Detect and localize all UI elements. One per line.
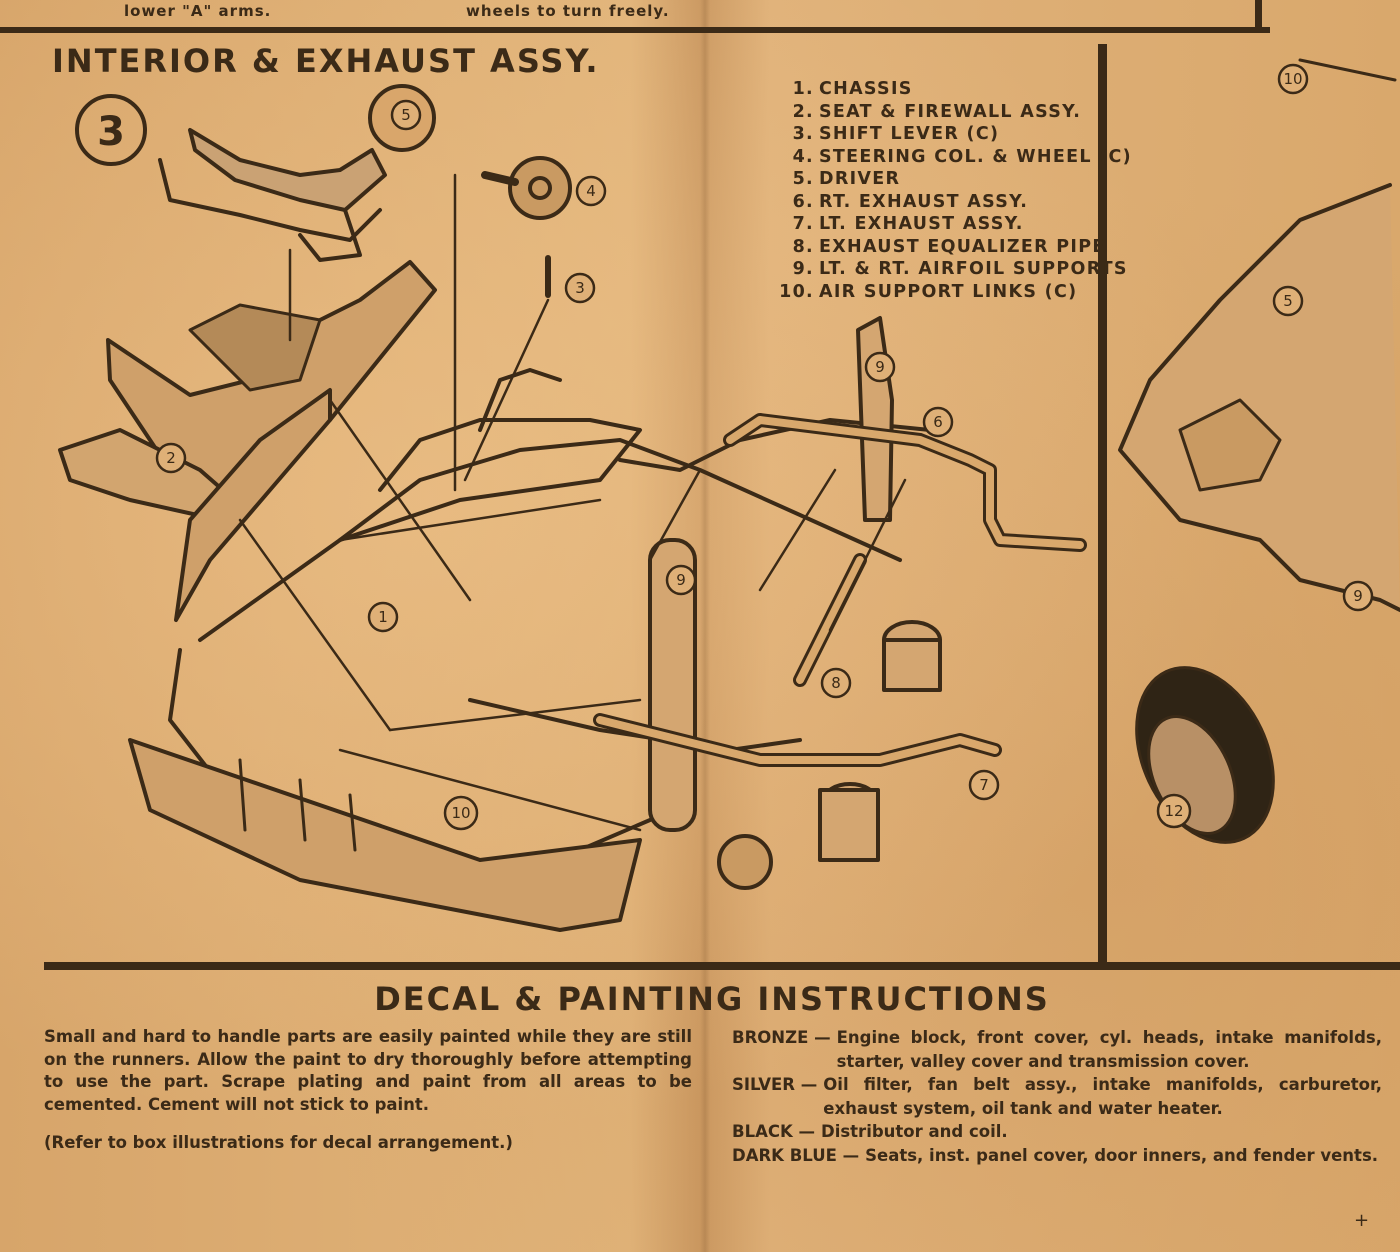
previous-step-fragment-right: wheels to turn freely. [466,2,670,20]
parts-list-item: 6.RT. EXHAUST ASSY. [792,191,1029,212]
parts-list-item: 1.CHASSIS [792,79,913,99]
steering-wheel-part [508,156,572,220]
paint-item: BRONZE —Engine block, front cover, cyl. … [732,1028,1382,1071]
parts-list-item: 4.STEERING COL. & WHEEL (C) [792,146,1132,167]
parts-list-item: 7.LT. EXHAUST ASSY. [792,214,1024,234]
parts-list-item: 3.SHIFT LEVER (C) [792,124,1000,144]
callout-3: 3 [575,279,585,297]
right-callout-9: 9 [1353,587,1363,605]
paint-item: DARK BLUE —Seats, inst. panel cover, doo… [732,1145,1379,1165]
previous-step-fragment-left: lower "A" arms. [124,2,272,20]
front-pan-part [128,738,642,932]
paint-item: SILVER —Oil filter, fan belt assy., inta… [732,1075,1382,1118]
callout-10: 10 [451,804,470,822]
callout-8: 8 [831,674,841,692]
right-callout-10: 10 [1283,70,1302,88]
callout-9: 9 [676,571,686,589]
right-callout-5: 5 [1283,292,1293,310]
page-fold [700,0,710,1252]
parts-list: 1.CHASSIS 2.SEAT & FIREWALL ASSY. 3.SHIF… [770,78,1132,303]
parts-list-item: 8.EXHAUST EQUALIZER PIPE [792,236,1106,257]
callout-4: 4 [586,182,596,200]
right-callout-12: 12 [1164,802,1183,820]
step-number: 3 [97,109,125,155]
paint-item: BLACK —Distributor and coil. [732,1122,1008,1141]
seat-firewall-part [58,260,437,622]
top-rule [0,27,1270,33]
callout-2: 2 [166,449,176,467]
callout-9: 9 [875,358,885,376]
section-divider-rule [44,962,1400,970]
decal-section-title: DECAL & PAINTING INSTRUCTIONS [374,980,1050,1018]
top-right-rule [1255,0,1262,33]
decal-note: (Refer to box illustrations for decal ar… [44,1133,513,1152]
section-title: INTERIOR & EXHAUST ASSY. [52,42,600,80]
painting-paragraph: Small and hard to handle parts are easil… [44,1027,692,1114]
callout-7: 7 [979,776,989,794]
airfoil-support-left [648,538,697,832]
parts-list-item: 10.AIR SUPPORT LINKS (C) [779,281,1078,302]
airfoil-support-right [856,316,894,522]
parts-list-item: 5.DRIVER [792,169,901,189]
vertical-divider [1098,44,1107,968]
paint-color-list: BRONZE —Engine block, front cover, cyl. … [732,1026,1382,1167]
parts-list-item: 2.SEAT & FIREWALL ASSY. [792,101,1082,122]
right-panel-illustration [1118,58,1400,844]
callout-1: 1 [378,608,388,626]
step-number-circle [75,94,147,166]
parts-list-item: 9.LT. & RT. AIRFOIL SUPPORTS [792,259,1128,279]
callout-6: 6 [933,413,943,431]
corner-registration-mark: + [1354,1210,1370,1231]
callout-5: 5 [401,106,411,124]
